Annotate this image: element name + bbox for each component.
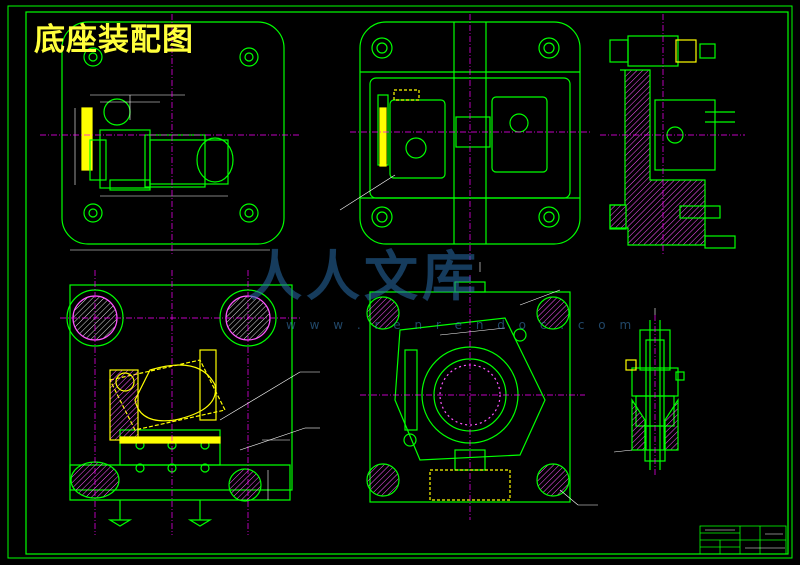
view4-centerlines [60, 270, 300, 535]
watermark-text: 人人文库 [248, 244, 480, 308]
view1-dimensions [70, 94, 270, 251]
view-right-detail [625, 320, 685, 470]
drawing-title: 底座装配图 [34, 22, 194, 58]
title-block [699, 525, 787, 555]
view3-centerlines [600, 14, 745, 255]
view-bottom-left-front [66, 284, 293, 527]
view-bottom-middle-plan [366, 281, 571, 503]
view4-leaders [219, 371, 320, 500]
rotated-table [394, 317, 546, 461]
view5-leaders [439, 289, 598, 506]
inner-border [25, 11, 789, 555]
yellow-clamp [81, 107, 93, 171]
base-plate-outline [61, 21, 285, 245]
section-hatch [609, 69, 706, 246]
watermark-url: w w w . r e n r e n d o c . c o m [286, 318, 637, 332]
outer-border [7, 5, 793, 559]
title-block-fill [705, 529, 785, 549]
view6-leaders [613, 308, 656, 453]
view2-dimensions [339, 174, 481, 272]
bolt-hole [83, 47, 103, 67]
view-top-left-plan [61, 21, 285, 245]
view-top-right-section [609, 35, 736, 249]
bolt-hole [239, 203, 259, 223]
view2-centerlines [350, 14, 590, 260]
view5-centerlines [360, 275, 585, 520]
view1-centerlines [40, 14, 300, 256]
bolt-hole [83, 203, 103, 223]
bolt-hole [239, 47, 259, 67]
